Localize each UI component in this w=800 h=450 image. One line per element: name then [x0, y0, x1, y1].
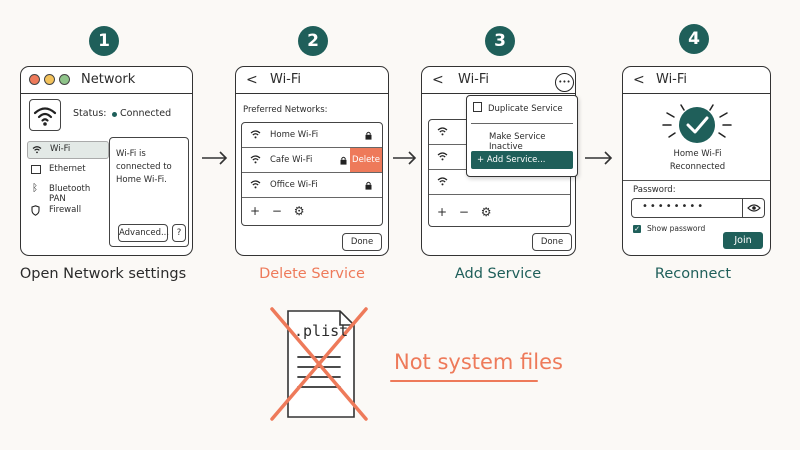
show-password-checkbox[interactable]: ✓ — [633, 225, 641, 233]
wifi-window-add: < Wi-Fi + − ⚙ Done ••• Duplicate Service… — [421, 66, 578, 256]
wifi-titlebar: < Wi-Fi — [422, 67, 575, 94]
section-label: Preferred Networks: — [243, 105, 328, 115]
sidebar-item-label: Firewall — [49, 205, 82, 215]
eye-icon[interactable] — [747, 203, 761, 213]
list-toolbar: + − ⚙ — [250, 199, 305, 223]
menu-item-duplicate[interactable]: Duplicate Service — [473, 102, 563, 114]
wifi-icon — [437, 177, 448, 186]
network-row-home[interactable]: Home Wi-Fi — [242, 123, 382, 148]
done-button[interactable]: Done — [532, 233, 572, 251]
network-name: Cafe Wi-Fi — [270, 155, 313, 165]
status-indicator — [112, 112, 117, 117]
caption-step-1: Open Network settings — [19, 266, 187, 282]
network-name: Home Wi-Fi — [270, 130, 319, 140]
crossed-file-icon — [270, 307, 368, 421]
close-dot[interactable] — [29, 74, 40, 85]
remove-button[interactable]: − — [271, 204, 282, 218]
zoom-dot[interactable] — [59, 74, 70, 85]
ethernet-icon — [31, 165, 41, 174]
info-text: Wi-Fi is connected to Home Wi-Fi. — [116, 149, 172, 185]
more-options-icon[interactable]: ••• — [555, 73, 574, 92]
wifi-window-delete: < Wi-Fi Preferred Networks: Home Wi-Fi C… — [235, 66, 389, 256]
lock-icon — [365, 181, 372, 190]
network-row-office[interactable]: Office Wi-Fi — [242, 173, 382, 198]
wifi-titlebar: < Wi-Fi — [623, 67, 770, 94]
sidebar-item-label: Wi-Fi — [50, 144, 71, 154]
step-3-badge: 3 — [485, 26, 515, 56]
show-password-label: Show password — [647, 224, 706, 233]
window-title: Wi-Fi — [458, 72, 490, 87]
add-button[interactable]: + — [250, 204, 261, 218]
menu-item-make-inactive[interactable]: Make Service Inactive — [489, 132, 546, 152]
help-button[interactable]: ? — [172, 224, 186, 242]
field-divider — [742, 199, 743, 217]
window-title: Network — [81, 72, 136, 87]
step-1-badge: 1 — [89, 26, 119, 56]
caption-step-4: Reconnect — [654, 266, 732, 282]
lock-icon — [340, 156, 347, 165]
back-button[interactable]: < — [633, 72, 645, 88]
password-field[interactable]: •••••••• — [631, 198, 765, 218]
network-row[interactable] — [429, 170, 570, 195]
arrow-1 — [202, 151, 228, 165]
context-menu: Duplicate Service Make Service Inactive … — [466, 95, 578, 177]
caption-step-2: Delete Service — [259, 266, 365, 282]
lock-icon — [365, 131, 372, 140]
divider — [623, 180, 770, 181]
success-check-icon — [662, 104, 732, 143]
network-row-cafe[interactable]: Cafe Wi-Fi Delete — [242, 148, 382, 173]
menu-item-add-service[interactable]: + Add Service... — [471, 151, 573, 169]
wifi-icon — [250, 155, 261, 164]
arrow-3 — [585, 151, 613, 165]
bluetooth-icon: ᛒ — [32, 183, 38, 194]
password-label: Password: — [633, 185, 676, 195]
step-2-badge: 2 — [298, 26, 328, 56]
caption-step-3: Add Service — [454, 266, 542, 282]
networks-list: Home Wi-Fi Cafe Wi-Fi Delete Office Wi-F… — [241, 122, 383, 226]
network-name: Office Wi-Fi — [270, 180, 318, 190]
network-window: Network Status: Connected Wi-Fi Ethernet… — [20, 66, 193, 256]
wifi-icon — [250, 130, 261, 139]
join-button[interactable]: Join — [723, 232, 763, 249]
add-button[interactable]: + — [437, 205, 448, 219]
warning-underline — [390, 380, 538, 382]
status-label: Status: — [73, 108, 107, 119]
wifi-icon — [437, 152, 448, 161]
wifi-window-reconnect: < Wi-Fi Home Wi-Fi Reconnected Password:… — [622, 66, 771, 256]
window-title: Wi-Fi — [656, 72, 688, 87]
sidebar-item-bluetooth[interactable]: ᛒ Bluetooth PAN — [27, 182, 107, 204]
wifi-large-icon — [29, 99, 61, 131]
wifi-titlebar: < Wi-Fi — [236, 67, 388, 94]
list-toolbar: + − ⚙ — [437, 200, 492, 224]
step-4-badge: 4 — [679, 24, 709, 54]
sidebar-item-label: Ethernet — [49, 164, 86, 174]
done-button[interactable]: Done — [342, 233, 382, 251]
back-button[interactable]: < — [432, 72, 444, 88]
status-value: Connected — [120, 108, 172, 119]
network-status: Reconnected — [669, 162, 726, 172]
sidebar-item-wifi[interactable]: Wi-Fi — [27, 141, 109, 159]
network-name: Home Wi-Fi — [673, 149, 722, 159]
back-button[interactable]: < — [246, 72, 258, 88]
password-value: •••••••• — [642, 201, 706, 212]
info-pane: Wi-Fi is connected to Home Wi-Fi. Advanc… — [109, 137, 189, 247]
sidebar-item-ethernet[interactable]: Ethernet — [27, 162, 107, 178]
network-titlebar: Network — [21, 67, 192, 94]
wifi-icon — [250, 180, 261, 189]
minimize-dot[interactable] — [44, 74, 55, 85]
duplicate-icon — [473, 102, 482, 112]
advanced-button[interactable]: Advanced... — [118, 224, 169, 242]
warning-text: Not system files — [394, 350, 563, 374]
gear-icon[interactable]: ⚙ — [480, 205, 492, 219]
file-label: .plist — [294, 322, 349, 340]
arrow-2 — [393, 151, 417, 165]
gear-icon[interactable]: ⚙ — [293, 204, 305, 218]
menu-divider — [471, 123, 573, 124]
remove-button[interactable]: − — [458, 205, 469, 219]
delete-button[interactable]: Delete — [350, 148, 382, 172]
sidebar-item-label: Bluetooth PAN — [49, 184, 91, 204]
wifi-icon — [437, 127, 448, 136]
sidebar-item-firewall[interactable]: Firewall — [27, 203, 107, 219]
window-title: Wi-Fi — [270, 72, 302, 87]
